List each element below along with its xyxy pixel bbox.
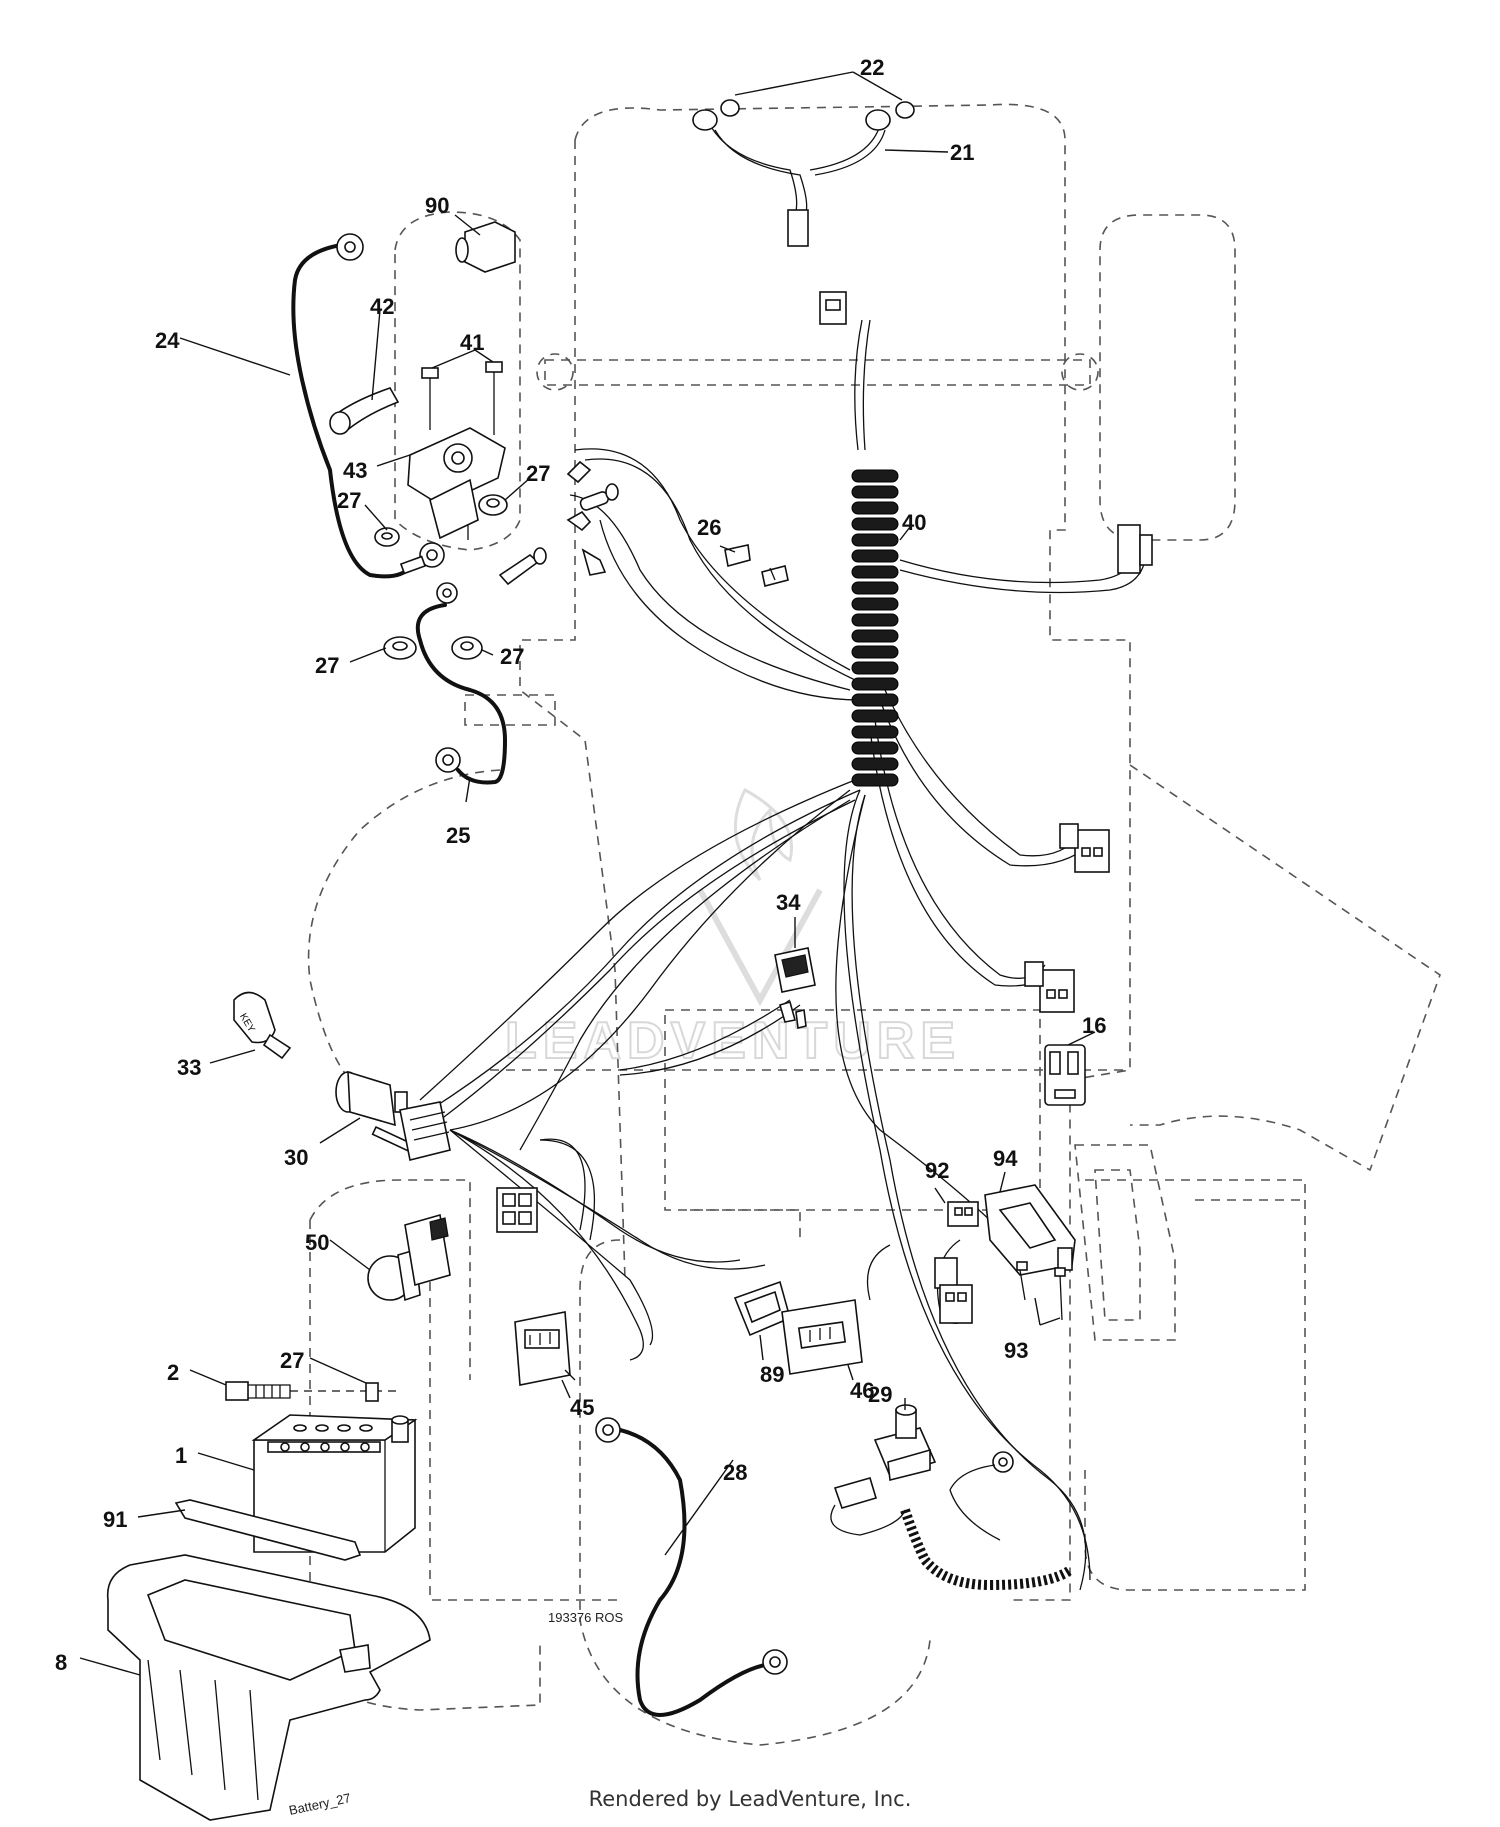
- meter-46: [781, 1299, 863, 1375]
- nut-27-d: [451, 636, 483, 660]
- watermark-text: LEADVENTURE: [505, 1012, 961, 1070]
- callout-94: 94: [993, 1146, 1018, 1171]
- callout-92: 92: [925, 1158, 949, 1183]
- callout-46: 46: [850, 1378, 874, 1403]
- switch-34: [774, 947, 816, 1029]
- reverse-switch-94: [984, 1184, 1076, 1276]
- pto-switch-50: [367, 1213, 451, 1302]
- callout-40: 40: [902, 510, 926, 535]
- callout-93: 93: [1004, 1338, 1028, 1363]
- terminal-group-left: [566, 460, 619, 576]
- callout-91: 91: [103, 1507, 127, 1532]
- hour-meter-45: [514, 1311, 576, 1386]
- rendered-by-footer: Rendered by LeadVenture, Inc.: [588, 1787, 912, 1811]
- battery-cable-25: [415, 547, 547, 785]
- callout-21: 21: [950, 140, 974, 165]
- brake-switch-92: [934, 1201, 979, 1324]
- nut-27-e: [365, 1382, 379, 1402]
- battery-cable-24: [291, 233, 445, 579]
- watermark: LEADVENTURE: [504, 787, 961, 1071]
- conduit-coil-40: [851, 469, 899, 787]
- bolt-2: [225, 1381, 400, 1401]
- seat-switch-29: [873, 1404, 937, 1481]
- callout-24: 24: [155, 328, 180, 353]
- callout-29: 29: [868, 1382, 892, 1407]
- ignition-switch-30: [335, 1070, 451, 1161]
- coiled-cord: [830, 1477, 1073, 1591]
- battery-tray-8: [106, 1554, 431, 1821]
- bezel-89: [733, 1280, 791, 1337]
- leader-lines: [79, 71, 1096, 1676]
- ring-terminal: [949, 1451, 1014, 1541]
- drawing-code: 193376 ROS: [548, 1610, 623, 1625]
- relay-16: [1044, 1044, 1086, 1106]
- headlight-bulb-22-left: [692, 99, 740, 131]
- harness-top-connector: [819, 291, 847, 325]
- screws-93: [1016, 1261, 1066, 1321]
- side-connector: [1117, 524, 1153, 574]
- callout-27-c: 27: [315, 653, 339, 678]
- callout-28: 28: [723, 1460, 747, 1485]
- callout-90: 90: [425, 193, 449, 218]
- callout-2: 2: [167, 1360, 179, 1385]
- callout-33: 33: [177, 1055, 201, 1080]
- callout-27-a: 27: [526, 461, 550, 486]
- battery-1: [251, 1414, 418, 1553]
- headlight-harness-21: [709, 124, 886, 247]
- screws-41: [421, 361, 503, 435]
- battery-strap-91: [174, 1499, 362, 1561]
- nut-27-a: [478, 494, 508, 516]
- nut-27-b: [374, 527, 400, 547]
- callout-41: 41: [460, 330, 484, 355]
- callout-34: 34: [776, 890, 801, 915]
- boot-42: [329, 387, 400, 435]
- callout-8: 8: [55, 1650, 67, 1675]
- battery-cable-28: [595, 1417, 788, 1717]
- callout-27-d: 27: [500, 644, 524, 669]
- callout-43: 43: [343, 458, 367, 483]
- callout-26: 26: [697, 515, 721, 540]
- headlight-bulb-22-right: [865, 101, 915, 131]
- callout-50: 50: [305, 1230, 329, 1255]
- harness-connector-square: [496, 1187, 538, 1233]
- callouts: 22 21 90 42 41 24 43 27 27 26 40 27 27 2…: [55, 55, 1106, 1675]
- callout-27-e: 27: [280, 1348, 304, 1373]
- callout-30: 30: [284, 1145, 308, 1170]
- callout-45: 45: [570, 1395, 594, 1420]
- connector-right-upper: [1059, 823, 1110, 873]
- callout-27-b: 27: [337, 488, 361, 513]
- callout-25: 25: [446, 823, 470, 848]
- nut-27-c: [383, 636, 417, 660]
- callout-1: 1: [175, 1443, 187, 1468]
- solenoid-43: [407, 427, 506, 540]
- connector-right-lower: [1024, 961, 1075, 1013]
- callout-42: 42: [370, 294, 394, 319]
- callout-89: 89: [760, 1362, 784, 1387]
- chassis-outline: [307, 103, 1441, 1746]
- callout-16: 16: [1082, 1013, 1106, 1038]
- callout-22: 22: [860, 55, 884, 80]
- boot-90: [455, 221, 516, 273]
- ignition-key-33: KEY: [233, 991, 292, 1060]
